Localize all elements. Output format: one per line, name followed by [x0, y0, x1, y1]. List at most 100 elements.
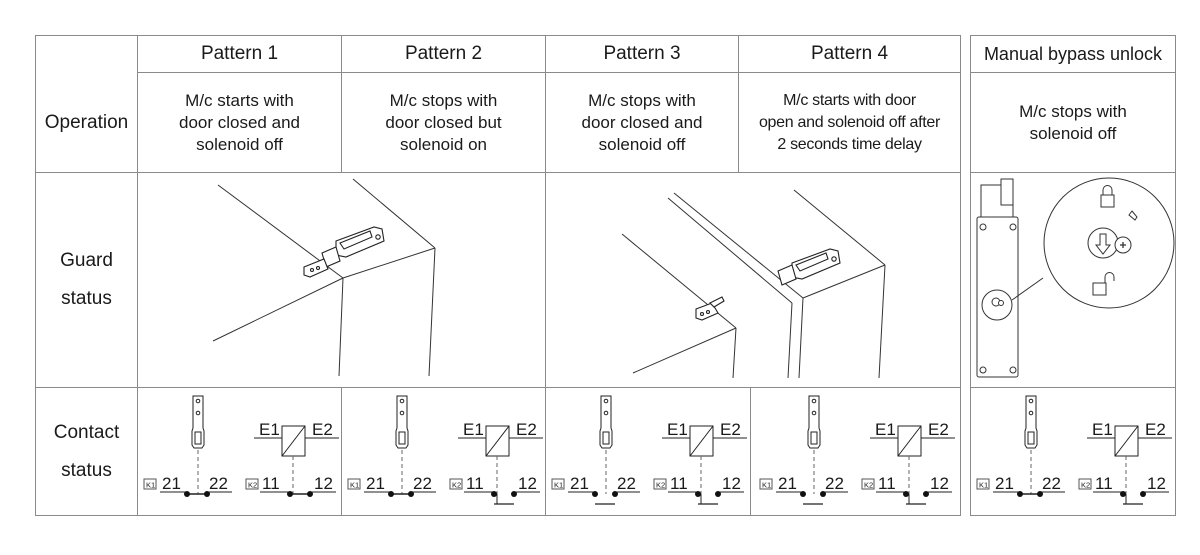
terminal-11: 11 — [1095, 474, 1113, 493]
pattern-2-operation: M/c stops with door closed but solenoid … — [385, 90, 502, 154]
k2-label: K2 — [248, 481, 257, 490]
row-label-guard-status: Guard status — [60, 250, 113, 309]
interlock-switch-icon — [303, 226, 385, 278]
manual-bypass-operation: M/c stops with solenoid off — [1019, 101, 1127, 143]
pattern-1-title: Pattern 1 — [200, 43, 279, 64]
k2-label: K2 — [864, 481, 873, 490]
terminal-12: 12 — [518, 474, 537, 493]
bypass-border-left — [970, 35, 971, 516]
bypass-divider-operation — [970, 172, 1175, 173]
terminal-11: 11 — [466, 474, 484, 493]
door-edge — [802, 264, 886, 299]
coil-terminal-e2: E2 — [516, 420, 537, 439]
table-border-bottom — [35, 515, 960, 516]
pattern-4-title: Pattern 4 — [810, 43, 889, 64]
coil-terminal-e1: E1 — [463, 420, 484, 439]
box-edge — [352, 178, 436, 249]
terminal-21: 21 — [162, 474, 181, 493]
col-divider-p3-p4-top — [738, 35, 739, 172]
terminal-21: 21 — [366, 474, 385, 493]
bypass-border-bottom — [970, 515, 1175, 516]
door-edge — [787, 302, 793, 379]
terminal-21: 21 — [570, 474, 589, 493]
actuator-key-icon — [395, 395, 409, 449]
k1-contact-point — [800, 491, 806, 497]
terminal-11: 11 — [262, 474, 280, 493]
pattern-4-operation: M/c starts with door open and solenoid o… — [758, 91, 941, 153]
k2-label-box — [861, 478, 875, 490]
row-divider-operation — [35, 172, 960, 173]
solenoid-coil-icon — [458, 425, 543, 457]
box-edge — [621, 233, 737, 329]
k1-contact-point — [388, 491, 394, 497]
coil-terminal-e2: E2 — [720, 420, 741, 439]
k2-contact-point — [1140, 491, 1146, 497]
col-divider-p3-p4-bottom — [750, 387, 751, 516]
actuator-key-icon — [1024, 395, 1038, 449]
door-edge — [798, 297, 804, 379]
k2-contact-point — [715, 491, 721, 497]
guard-closed-illustration — [212, 178, 436, 377]
table-border-top — [35, 35, 960, 36]
box-edge — [342, 247, 436, 279]
door-edge — [878, 264, 886, 379]
unlocked-padlock-icon — [1092, 272, 1115, 296]
terminal-21: 21 — [995, 474, 1014, 493]
k1-label-box — [976, 478, 990, 490]
manual-bypass-title: Manual bypass unlock — [983, 44, 1163, 64]
terminal-11: 11 — [670, 474, 688, 493]
terminal-22: 22 — [825, 474, 844, 493]
guard-open-illustration — [621, 189, 886, 379]
bypass-detail-magnified — [1043, 177, 1175, 309]
actuator-key-icon — [599, 395, 613, 449]
k1-contact-point — [204, 491, 210, 497]
coil-terminal-e1: E1 — [875, 420, 896, 439]
k2-label-box — [653, 478, 667, 490]
pattern-3-title: Pattern 3 — [603, 43, 681, 64]
table-border-right — [960, 35, 961, 516]
solenoid-coil-icon — [254, 425, 339, 457]
k2-contact-point — [923, 491, 929, 497]
k1-contact-point — [408, 491, 414, 497]
k1-label-box — [347, 478, 361, 490]
door-edge — [667, 197, 793, 304]
bypass-border-top — [970, 35, 1175, 36]
terminal-12: 12 — [1147, 474, 1166, 493]
k2-label: K2 — [452, 481, 461, 490]
k2-contact-point — [695, 491, 701, 497]
k1-label: K1 — [350, 481, 359, 490]
k2-contact-point — [287, 491, 293, 497]
row-divider-header — [137, 72, 960, 73]
k1-contact-point — [1017, 491, 1023, 497]
coil-terminal-e2: E2 — [1145, 420, 1166, 439]
col-divider-p2-p3 — [545, 35, 546, 516]
terminal-11: 11 — [878, 474, 896, 493]
col-divider-p1-p2-bottom — [341, 387, 342, 516]
coil-terminal-e2: E2 — [928, 420, 949, 439]
k2-contact-point — [1120, 491, 1126, 497]
k2-contact-point — [491, 491, 497, 497]
zoom-leader-line — [1011, 277, 1044, 301]
terminal-22: 22 — [209, 474, 228, 493]
bypass-border-right — [1175, 35, 1176, 516]
pattern-2-title: Pattern 2 — [404, 43, 483, 64]
k2-contact-point — [307, 491, 313, 497]
k1-label: K1 — [554, 481, 563, 490]
k1-contact-point — [612, 491, 618, 497]
terminal-22: 22 — [413, 474, 432, 493]
pattern-1-operation: M/c starts with door closed and solenoid… — [179, 90, 300, 154]
k1-contact-point — [1037, 491, 1043, 497]
coil-terminal-e1: E1 — [259, 420, 280, 439]
table-border-left — [35, 35, 36, 516]
k1-label-box — [143, 478, 157, 490]
actuator-key-icon — [807, 395, 821, 449]
terminal-21: 21 — [778, 474, 797, 493]
k1-contact-point — [592, 491, 598, 497]
k2-contact-point — [903, 491, 909, 497]
k2-label-box — [245, 478, 259, 490]
box-edge — [212, 277, 344, 342]
bypass-divider-guard — [970, 387, 1175, 388]
